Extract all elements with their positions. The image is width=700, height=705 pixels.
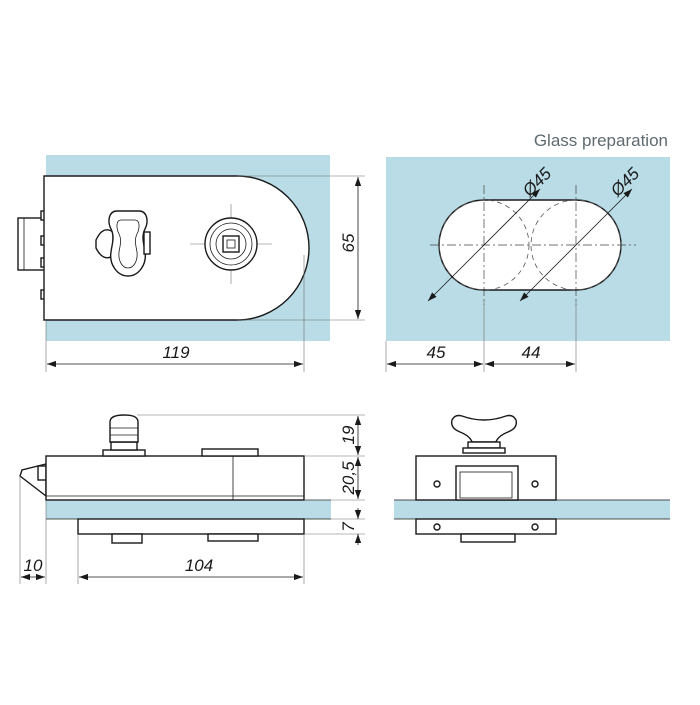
glass-preparation-view: Ø45 Ø45 45 44 — [385, 157, 670, 372]
dim-body-height: 20,5 — [339, 461, 358, 496]
lock-cylinder — [190, 204, 272, 284]
dim-hole-offset-b: 44 — [522, 343, 541, 362]
glass-preparation-caption: Glass preparation — [534, 131, 668, 150]
end-view — [394, 414, 670, 543]
dim-bottom-plate: 7 — [339, 522, 358, 532]
dim-overhang: 10 — [24, 556, 43, 575]
dim-hole-offset-a: 45 — [427, 343, 446, 362]
side-knob — [102, 414, 146, 457]
side-lock-body — [45, 455, 305, 501]
thumb-turn — [95, 210, 151, 277]
dim-front-height: 65 — [339, 233, 358, 252]
side-view: 19 20,5 7 10 104 — [19, 414, 365, 584]
end-view-glass — [394, 500, 670, 519]
dim-knob-height: 19 — [339, 425, 358, 444]
side-view-glass — [46, 500, 331, 519]
lock-body-front — [43, 175, 310, 321]
diameter-line-2 — [519, 188, 633, 302]
dim-side-length: 104 — [185, 556, 213, 575]
side-bottom-plate — [77, 518, 305, 535]
front-view: 65 119 — [17, 155, 365, 372]
side-top-block — [201, 448, 259, 457]
dim-front-width: 119 — [162, 343, 190, 362]
end-knob — [450, 414, 518, 454]
